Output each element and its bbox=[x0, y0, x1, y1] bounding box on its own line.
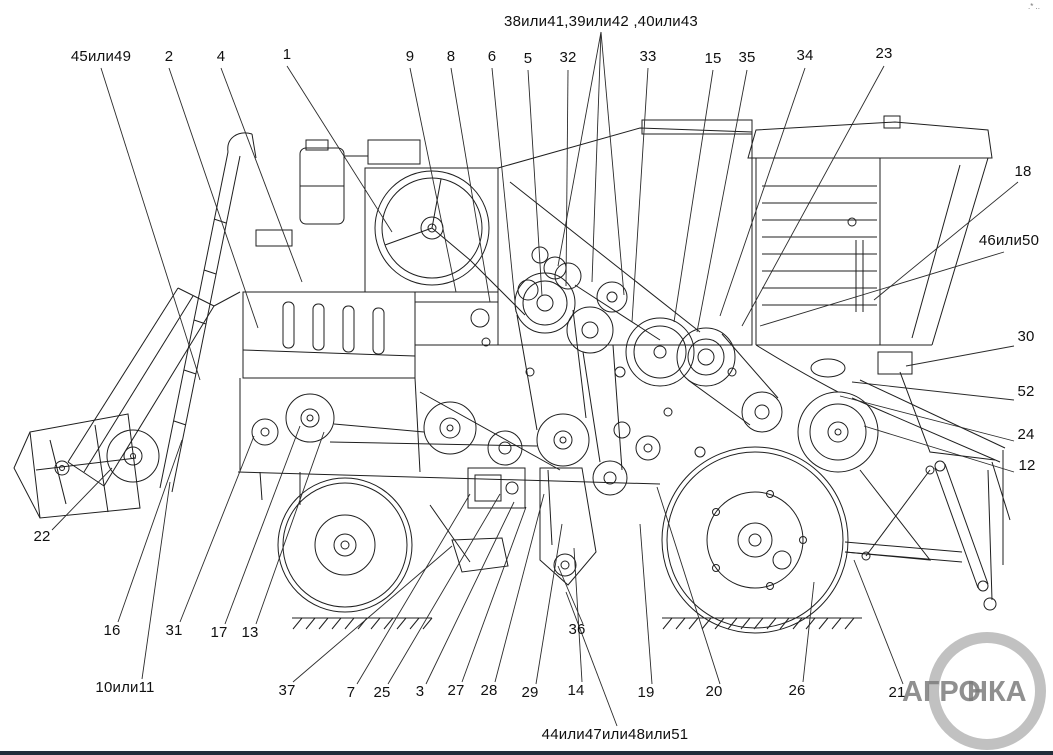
callout-20: 20 bbox=[705, 683, 723, 700]
callout-21: 21 bbox=[888, 684, 906, 701]
callout-33: 33 bbox=[639, 48, 657, 65]
callout-8: 8 bbox=[446, 48, 456, 65]
slotted-box bbox=[243, 292, 415, 378]
callout-45-49: 45или49 bbox=[70, 48, 132, 65]
grain-tank bbox=[415, 120, 752, 345]
callout-18: 18 bbox=[1014, 163, 1032, 180]
callout-19: 19 bbox=[637, 684, 655, 701]
callout-7: 7 bbox=[346, 684, 356, 701]
header-platform bbox=[14, 414, 159, 518]
callout-36: 36 bbox=[568, 621, 586, 638]
callout-4: 4 bbox=[216, 48, 226, 65]
watermark-text-right: НКА bbox=[967, 676, 1027, 708]
callout-32: 32 bbox=[559, 49, 577, 66]
callout-3: 3 bbox=[415, 683, 425, 700]
callout-17: 17 bbox=[210, 624, 228, 641]
callout-31: 31 bbox=[165, 622, 183, 639]
drive-wheel bbox=[662, 447, 848, 633]
callout-46-50: 46или50 bbox=[978, 232, 1040, 249]
callout-14: 14 bbox=[567, 682, 585, 699]
pulleys-and-belts bbox=[252, 247, 782, 495]
callout-34: 34 bbox=[796, 47, 814, 64]
callout-44-47-48-51: 44или47или48или51 bbox=[541, 726, 689, 743]
ladder bbox=[160, 133, 256, 492]
callout-24: 24 bbox=[1017, 426, 1035, 443]
callout-10-11: 10или11 bbox=[95, 679, 155, 696]
window-bottom-edge bbox=[0, 751, 1053, 755]
callout-5: 5 bbox=[523, 50, 533, 67]
callout-22: 22 bbox=[33, 528, 51, 545]
callout-29: 29 bbox=[521, 684, 539, 701]
callout-25: 25 bbox=[373, 684, 391, 701]
callout-13: 13 bbox=[241, 624, 259, 641]
callout-37: 37 bbox=[278, 682, 296, 699]
leader-lines bbox=[52, 32, 1018, 726]
cab bbox=[748, 116, 992, 345]
callout-9: 9 bbox=[405, 48, 415, 65]
rear-frame bbox=[756, 345, 1010, 610]
callout-15: 15 bbox=[704, 50, 722, 67]
callout-2: 2 bbox=[164, 48, 174, 65]
engine-compartment bbox=[256, 140, 525, 315]
ground-hatching bbox=[292, 618, 862, 629]
callout-12: 12 bbox=[1018, 457, 1036, 474]
callout-35: 35 bbox=[738, 49, 756, 66]
callout-38-41-39-42-40-43: 38или41,39или42 ,40или43 bbox=[504, 13, 698, 30]
callout-16: 16 bbox=[103, 622, 121, 639]
callout-30: 30 bbox=[1017, 328, 1035, 345]
callout-6: 6 bbox=[487, 48, 497, 65]
callout-23: 23 bbox=[875, 45, 893, 62]
steering-wheel bbox=[278, 478, 412, 612]
callout-28: 28 bbox=[480, 682, 498, 699]
chassis-frame bbox=[238, 378, 660, 585]
feeder-house bbox=[68, 288, 240, 486]
callout-52: 52 bbox=[1017, 383, 1035, 400]
callout-26: 26 bbox=[788, 682, 806, 699]
scan-artifact: .* .. bbox=[1028, 2, 1041, 11]
watermark-text-left: АГРО bbox=[902, 676, 981, 708]
callout-27: 27 bbox=[447, 682, 465, 699]
watermark-ring bbox=[928, 632, 1046, 750]
callout-1: 1 bbox=[282, 46, 292, 63]
